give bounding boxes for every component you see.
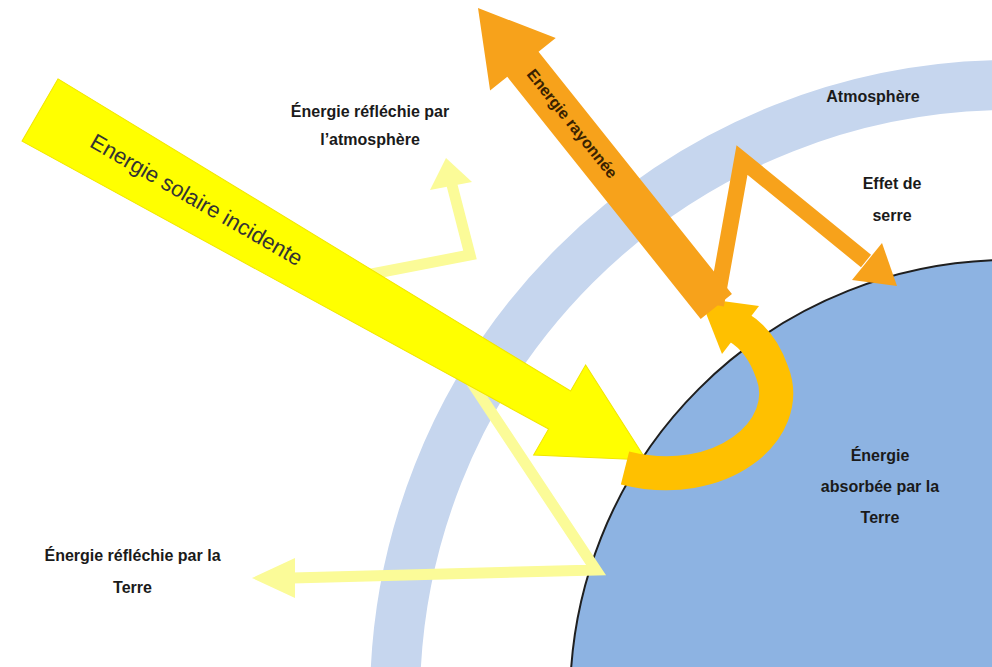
reflected-earth-label-wrap: Énergie réfléchie par la Terre <box>40 540 225 604</box>
arrow-head <box>430 158 472 190</box>
solar-arrow-label: Energie solaire incidente <box>85 129 307 272</box>
greenhouse-arrow <box>716 160 866 305</box>
greenhouse-label-wrap: Effet de serre <box>850 168 934 232</box>
earth-circle: Énergie absorbée par la Terre <box>570 260 992 667</box>
absorbed-curved-arrow <box>625 327 776 473</box>
solar-arrow-label-wrap: Energie solaire incidente <box>27 110 249 253</box>
arrow-head <box>852 243 897 286</box>
radiated-arrow-label-wrap: Energie rayonnée <box>464 8 562 124</box>
node-text: Atmosphère <box>808 88 938 106</box>
reflected-earth-label: Énergie réfléchie par la Terre <box>40 540 225 604</box>
solar-arrow <box>14 65 672 505</box>
greenhouse-label: Effet de serre <box>850 168 934 232</box>
arrow-head <box>252 558 295 598</box>
reflected-atmosphere-label: Énergie réfléchie par l’atmosphère <box>280 98 460 154</box>
node-text-wrap: Atmosphère <box>808 88 938 106</box>
node-text: Énergie absorbée par la Terre <box>820 440 940 533</box>
reflected-atmosphere-label-wrap: Énergie réfléchie par l’atmosphère <box>280 98 460 154</box>
radiated-arrow <box>445 0 749 333</box>
radiated-arrow-label: Energie rayonnée <box>523 66 621 182</box>
node-text-wrap: Énergie absorbée par la Terre <box>820 440 940 533</box>
earth-circle-outline <box>570 260 992 667</box>
